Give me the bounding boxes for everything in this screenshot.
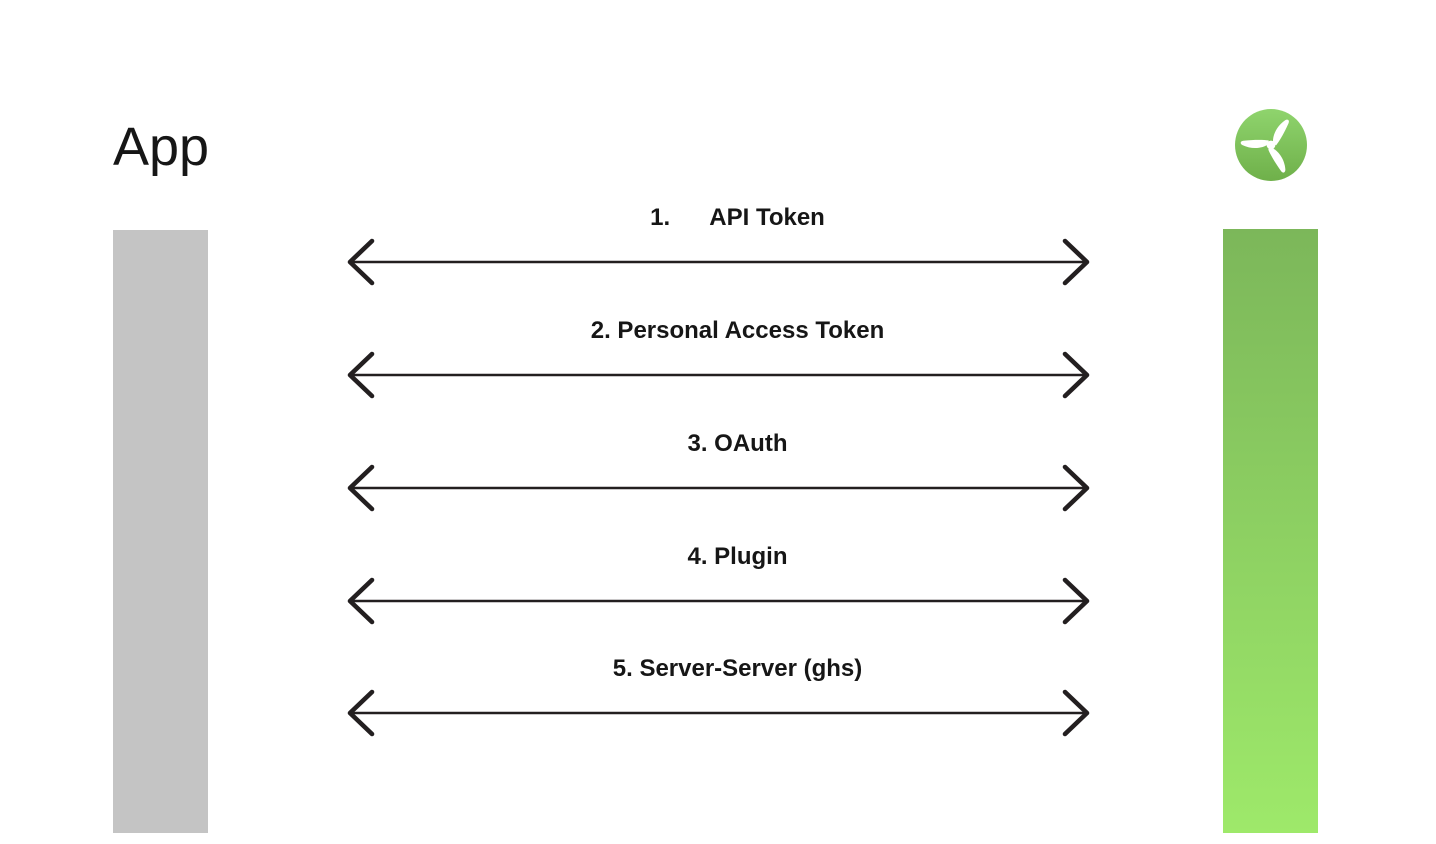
auth-method-row: 5. Server-Server (ghs) (345, 653, 1092, 741)
auth-method-label: 1. API Token (650, 204, 825, 231)
double-arrow-icon (347, 238, 1090, 286)
auth-method-label: 5. Server-Server (ghs) (612, 655, 863, 682)
auth-method-row: 1. API Token (345, 202, 1092, 290)
double-arrow-icon (347, 577, 1090, 625)
app-bar (113, 230, 208, 833)
auth-method-row: 2. Personal Access Token (345, 315, 1092, 403)
double-arrow-icon (347, 689, 1090, 737)
server-bar (1223, 229, 1318, 833)
turbine-logo (1235, 109, 1307, 181)
double-arrow-icon (347, 351, 1090, 399)
auth-method-row: 3. OAuth (345, 428, 1092, 516)
turbine-logo-icon (1235, 109, 1307, 181)
auth-method-label: 4. Plugin (687, 543, 788, 570)
auth-method-row: 4. Plugin (345, 541, 1092, 629)
auth-method-label: 3. OAuth (687, 430, 788, 457)
double-arrow-icon (347, 464, 1090, 512)
auth-method-label: 2. Personal Access Token (590, 317, 885, 344)
app-title: App (113, 117, 210, 177)
